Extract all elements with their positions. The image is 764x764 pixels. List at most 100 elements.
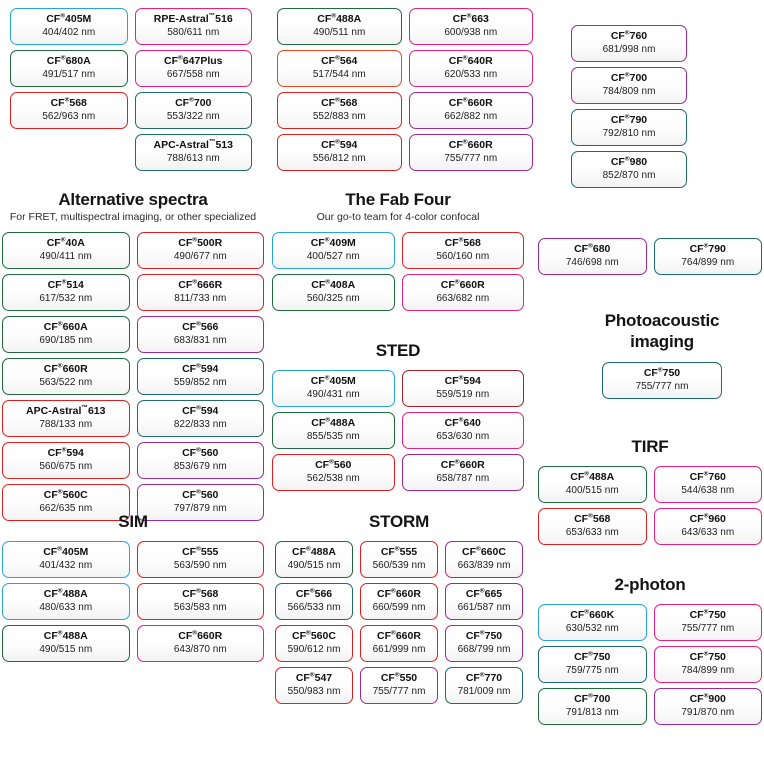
dye-name: CF®680 [574,242,611,255]
trademark-mark: ® [309,587,315,595]
dye-name: CF®560C [43,488,88,501]
trademark-mark: ® [192,629,198,637]
dye-name: CF®488A [43,629,88,642]
dye-name: CF®514 [47,278,84,291]
dye-name: CF®488A [311,416,356,429]
excitation-emission: 746/698 nm [565,256,619,268]
trademark-mark: ® [588,242,593,250]
dye-name: CF®770 [465,671,503,684]
trademark-mark: ® [335,54,340,62]
excitation-emission: 553/322 nm [166,110,220,122]
excitation-emission: 662/882 nm [444,110,498,122]
excitation-emission: 658/787 nm [436,472,490,484]
trademark-mark: ® [196,446,201,454]
excitation-emission: 560/675 nm [39,460,93,472]
trademark-mark: ® [657,366,663,374]
excitation-emission: 811/733 nm [174,292,227,304]
excitation-emission: 401/432 nm [39,559,93,571]
dye-name: CF®488A [317,12,362,25]
dye-name: CF®568 [50,96,87,109]
trademark-mark: ® [192,236,198,244]
trademark-mark: ® [60,12,66,20]
